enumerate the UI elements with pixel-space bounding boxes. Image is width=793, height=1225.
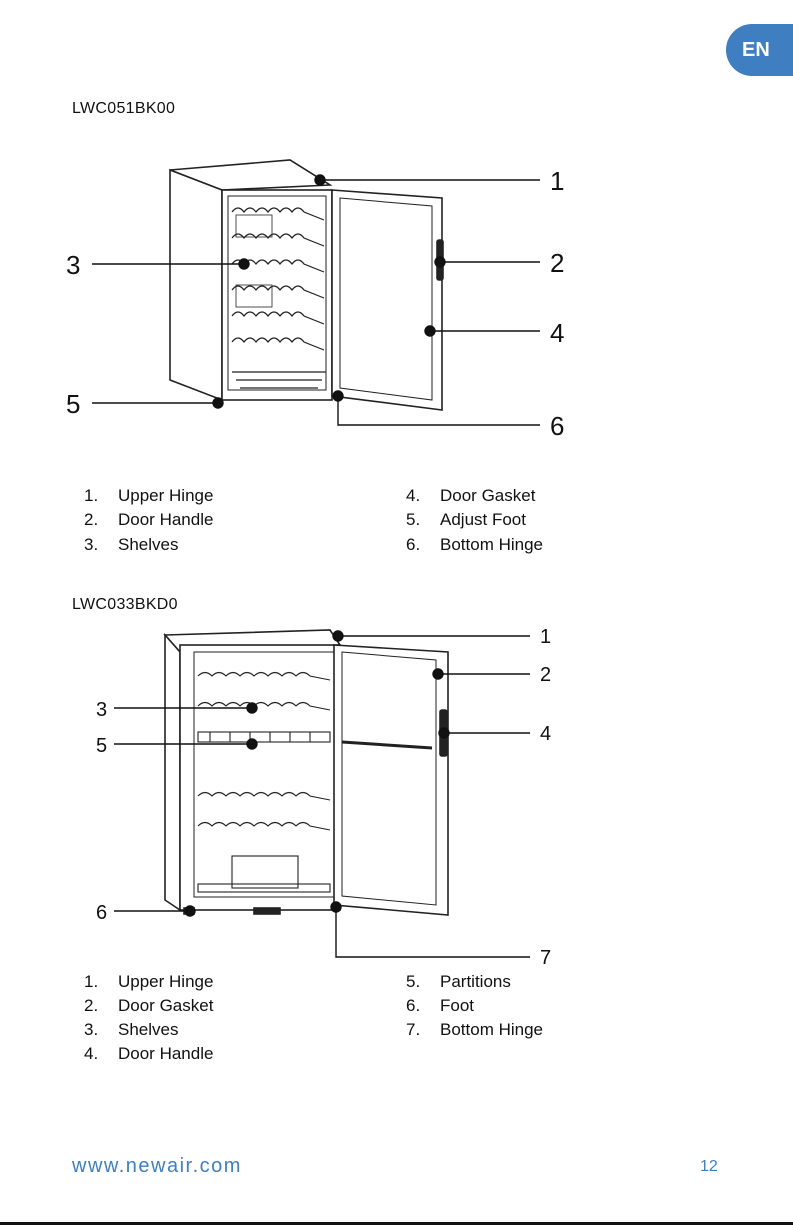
callout-number: 2 <box>550 248 564 278</box>
legend-item: 7.Bottom Hinge <box>406 1020 543 1040</box>
legend-item: 4.Door Gasket <box>406 486 535 506</box>
language-badge: EN <box>726 24 793 76</box>
callout-number: 4 <box>540 723 551 745</box>
legend-item: 2.Door Gasket <box>84 996 213 1016</box>
legend-item: 5.Partitions <box>406 972 511 992</box>
callout-number: 3 <box>96 699 107 721</box>
cabinet-drawing-2 <box>165 630 448 915</box>
callout-number: 7 <box>540 947 551 969</box>
callout-number: 3 <box>66 250 80 280</box>
callout-number: 6 <box>96 902 107 924</box>
callout-number: 2 <box>540 664 551 686</box>
callout-number: 1 <box>550 166 564 196</box>
callout-number: 1 <box>540 626 551 648</box>
legend-item: 3.Shelves <box>84 1020 178 1040</box>
legend-item: 1.Upper Hinge <box>84 972 213 992</box>
model-title-lwc051bk00: LWC051BK00 <box>72 100 175 118</box>
legend-item: 3.Shelves <box>84 535 178 555</box>
callout-number: 4 <box>550 318 564 348</box>
callout-number: 5 <box>66 389 80 419</box>
legend-item: 1.Upper Hinge <box>84 486 213 506</box>
legend-item: 6.Foot <box>406 996 474 1016</box>
model-title-lwc033bkd0: LWC033BKD0 <box>72 596 178 614</box>
legend-item: 4.Door Handle <box>84 1044 213 1064</box>
callout-number: 5 <box>96 735 107 757</box>
wine-cooler-diagram-1: 1 2 3 4 5 6 <box>0 150 793 450</box>
legend-item: 5.Adjust Foot <box>406 510 526 530</box>
legend-item: 6.Bottom Hinge <box>406 535 543 555</box>
legend-item: 2.Door Handle <box>84 510 213 530</box>
callout-number: 6 <box>550 411 564 441</box>
wine-cooler-diagram-2: 1 2 3 4 5 6 7 <box>0 620 793 970</box>
cabinet-drawing-1 <box>170 160 443 410</box>
footer-website-link[interactable]: www.newair.com <box>72 1155 242 1178</box>
page-number: 12 <box>700 1158 718 1176</box>
